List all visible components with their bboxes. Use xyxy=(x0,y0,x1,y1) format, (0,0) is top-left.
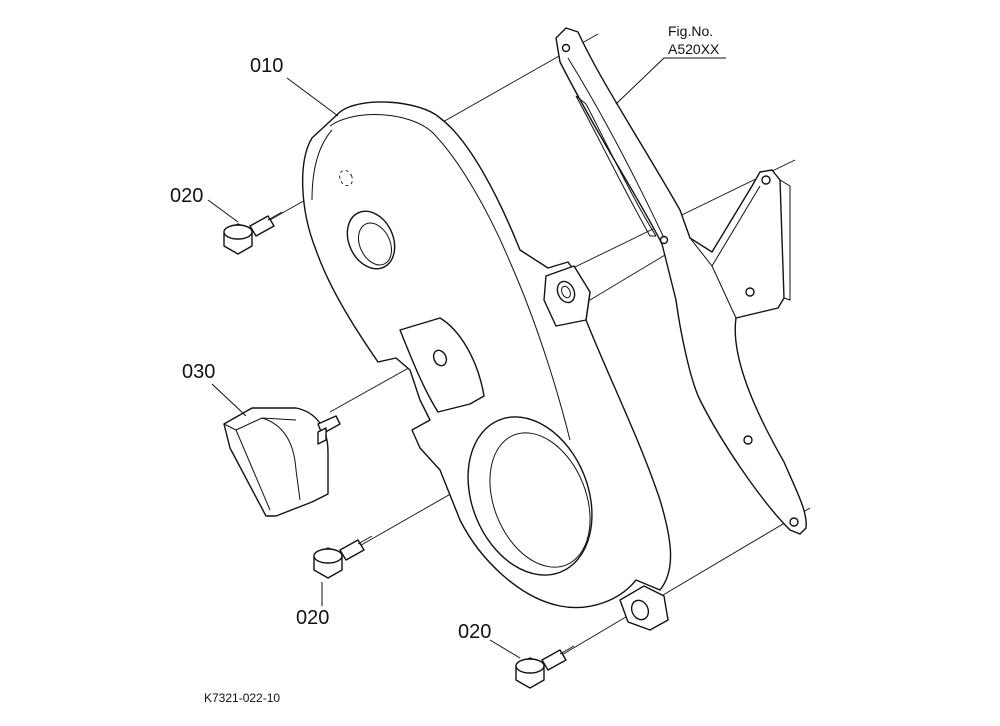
drawing-number: K7321-022-10 xyxy=(204,691,280,705)
backing-plate xyxy=(555,27,807,535)
figure-ref-number: A520XX xyxy=(668,41,720,57)
callout-bolt-middle: 020 xyxy=(296,607,329,629)
damper-part xyxy=(223,407,341,517)
leader-lines xyxy=(207,57,726,659)
bolt-lower xyxy=(515,645,575,689)
callout-bolt-lower: 020 xyxy=(458,621,491,643)
callout-bolt-upper: 020 xyxy=(170,185,203,207)
bolt-upper xyxy=(223,211,283,255)
bolt-middle xyxy=(313,535,373,579)
callout-damper: 030 xyxy=(182,361,215,383)
callout-cover: 010 xyxy=(250,55,283,77)
gear-case-cover xyxy=(301,101,672,631)
figure-ref-label: Fig.No. xyxy=(668,23,713,39)
